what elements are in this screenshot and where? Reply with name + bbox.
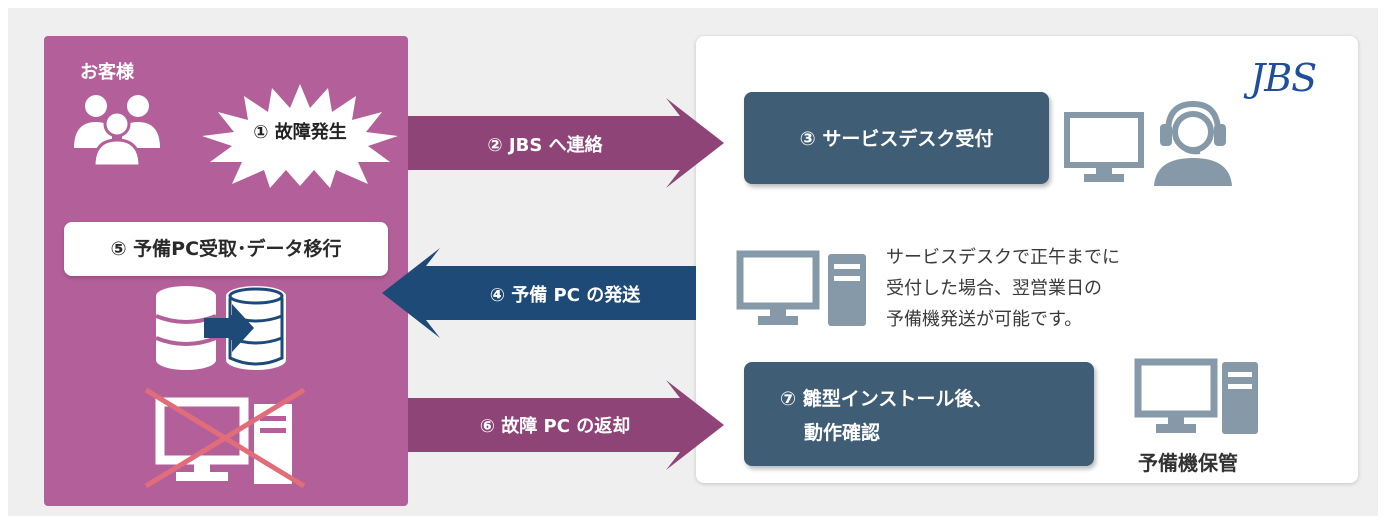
- arrow-step4: [382, 248, 696, 338]
- operator-headset-icon: [1154, 100, 1232, 186]
- step5-box: ⑤ 予備PC受取･データ移行: [64, 222, 388, 276]
- data-migration-icon: [155, 286, 286, 370]
- note-line-1: サービスデスクで正午までに: [886, 247, 1120, 268]
- arrow-step6: [408, 380, 724, 470]
- spare-storage-label: 予備機保管: [1138, 451, 1238, 475]
- burst-icon: [202, 84, 398, 188]
- step4-label: ④ 予備 PC の発送: [489, 285, 641, 306]
- broken-pc-icon: [144, 387, 306, 489]
- spare-pc-icon: [1134, 358, 1258, 434]
- note-text: サービスデスクで正午までに 受付した場合、翌営業日の 予備機発送が可能です。: [886, 242, 1120, 335]
- step2-label: ② JBS へ連絡: [487, 135, 603, 156]
- users-icon: [74, 95, 160, 166]
- jbs-logo: JBS: [1250, 56, 1317, 100]
- step6-label: ⑥ 故障 PC の返却: [479, 416, 631, 437]
- step7-line1: ⑦ 雛型インストール後、: [780, 388, 993, 410]
- note-line-2: 受付した場合、翌営業日の: [886, 278, 1102, 299]
- step3-label: ③ サービスデスク受付: [799, 128, 994, 150]
- pc-icon: [736, 250, 866, 326]
- step7-box: ⑦ 雛型インストール後、 動作確認: [744, 362, 1094, 466]
- step3-box: ③ サービスデスク受付: [744, 92, 1049, 184]
- step7-line2: 動作確認: [804, 422, 881, 444]
- customer-label: お客様: [80, 62, 134, 83]
- monitor-icon: [1064, 112, 1144, 182]
- step1-label: ① 故障発生: [253, 122, 347, 143]
- arrow-step2: [408, 98, 724, 188]
- note-line-3: 予備機発送が可能です。: [886, 309, 1083, 330]
